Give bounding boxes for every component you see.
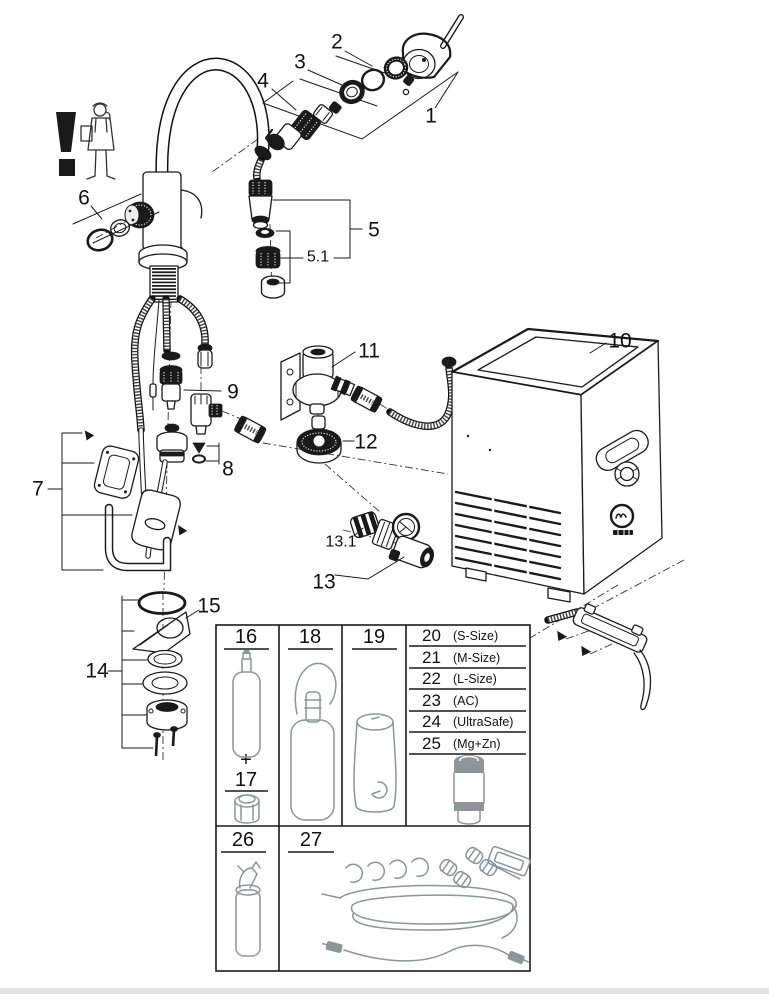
callouts: 1 2 3 4 5 5.1 6 7 8 9 10 11 12 13 13.1 1…	[32, 31, 632, 683]
ring-3	[339, 79, 365, 105]
callout-5-1: 5.1	[307, 249, 329, 266]
callout-10: 10	[608, 330, 631, 353]
svg-text:25: 25	[422, 734, 441, 753]
table-cell-17-label: 17	[235, 769, 257, 791]
svg-text:(Mg+Zn): (Mg+Zn)	[453, 737, 501, 751]
vent-grille	[454, 490, 562, 582]
svg-text:21: 21	[422, 648, 441, 667]
mounting-flange	[146, 699, 188, 731]
valve-13	[371, 512, 435, 569]
variant-row-23: 23 (AC)	[409, 691, 526, 712]
leader-lines	[90, 205, 607, 619]
warning-icon	[56, 112, 76, 176]
callout-13-1: 13.1	[325, 534, 356, 551]
faucet	[138, 57, 270, 303]
variant-row-21: 21 (M-Size)	[409, 648, 526, 669]
power-cable	[321, 941, 530, 965]
pressure-valve	[334, 510, 435, 580]
variant-row-24: 24 (UltraSafe)	[409, 712, 526, 733]
callout-15: 15	[197, 595, 220, 618]
table-cell-17-plus: +	[240, 749, 252, 771]
table-cell-18-label: 18	[299, 626, 321, 648]
parts-table: 16 18 19 + 17 26 27 20 (S-Size) 21 (M-Size…	[215, 624, 531, 972]
plug-13-1	[349, 510, 380, 539]
handle-exploded-group	[262, 14, 464, 151]
braided-hose-left	[130, 295, 156, 434]
escutcheon	[132, 611, 191, 654]
callout-1: 1	[425, 105, 437, 128]
callout-8: 8	[222, 458, 234, 481]
filter-head	[156, 423, 188, 463]
table-cell-16-label: 16	[235, 626, 257, 648]
svg-text:20: 20	[422, 626, 441, 645]
callout-13: 13	[312, 571, 335, 594]
callout-3: 3	[294, 51, 306, 74]
variant-row-25: 25 (Mg+Zn)	[409, 734, 526, 755]
callout-9: 9	[227, 381, 239, 404]
callout-11: 11	[358, 340, 380, 363]
braided-hose-right	[176, 295, 209, 348]
brand-badge	[609, 503, 635, 535]
svg-text:(AC): (AC)	[453, 694, 479, 708]
table-cell-27-label: 27	[300, 829, 322, 851]
co2-hose	[350, 356, 457, 430]
adapter-17	[234, 794, 260, 824]
table-cell-19-label: 19	[363, 626, 385, 648]
selector-knob-group	[72, 193, 160, 252]
tee-fitting	[190, 393, 223, 435]
variant-row-22: 22 (L-Size)	[409, 669, 526, 690]
mounting-kit-stack	[107, 591, 191, 757]
ring-2	[383, 56, 409, 80]
callout-12: 12	[354, 431, 377, 454]
spray-head-group	[248, 145, 363, 299]
callout-2: 2	[331, 31, 343, 54]
seal-kit	[192, 442, 220, 465]
svg-text:(UltraSafe): (UltraSafe)	[453, 715, 513, 729]
page-edge	[0, 988, 769, 994]
knob-12	[296, 415, 342, 464]
variant-row-20: 20 (S-Size)	[409, 626, 526, 647]
callout-6: 6	[78, 187, 90, 210]
hose-coupling	[234, 415, 267, 444]
cleaning-spray	[235, 861, 261, 957]
callout-4: 4	[257, 70, 269, 93]
handle-slot	[595, 429, 649, 472]
carafe	[353, 713, 397, 813]
mounting-strap	[544, 603, 652, 711]
cartridge	[264, 101, 342, 151]
co2-bottle-small	[232, 650, 261, 758]
svg-text:22: 22	[422, 669, 441, 688]
svg-text:23: 23	[422, 691, 441, 710]
callout-14: 14	[85, 660, 109, 683]
connection-kit	[321, 845, 531, 965]
couplings	[439, 846, 498, 889]
variant-rows: 20(S-Size) 21(M-Size) 22(L-Size) 23(AC) …	[409, 626, 526, 755]
table-cell-26-label: 26	[232, 829, 254, 851]
co2-knob	[614, 461, 640, 487]
svg-text:(L-Size): (L-Size)	[453, 672, 497, 686]
c-clips	[345, 857, 430, 884]
svg-text:(S-Size): (S-Size)	[453, 629, 498, 643]
svg-text:(M-Size): (M-Size)	[453, 651, 500, 665]
braided-hose-mid	[162, 295, 171, 354]
callout-7: 7	[32, 478, 44, 501]
installer-figure	[80, 102, 116, 180]
check-valve	[159, 351, 183, 410]
svg-text:24: 24	[422, 712, 441, 731]
cooler-unit	[450, 327, 663, 603]
flange-screws	[153, 726, 178, 757]
filter-cartridge	[453, 755, 485, 825]
under-sink-group	[47, 295, 267, 572]
co2-bottle-large	[290, 662, 337, 821]
regulator	[280, 345, 356, 464]
bracket-kit	[47, 430, 188, 572]
callout-5: 5	[368, 219, 380, 242]
mounting-clip	[487, 845, 531, 880]
handle-lever	[401, 14, 464, 96]
hose-coil	[321, 884, 518, 939]
